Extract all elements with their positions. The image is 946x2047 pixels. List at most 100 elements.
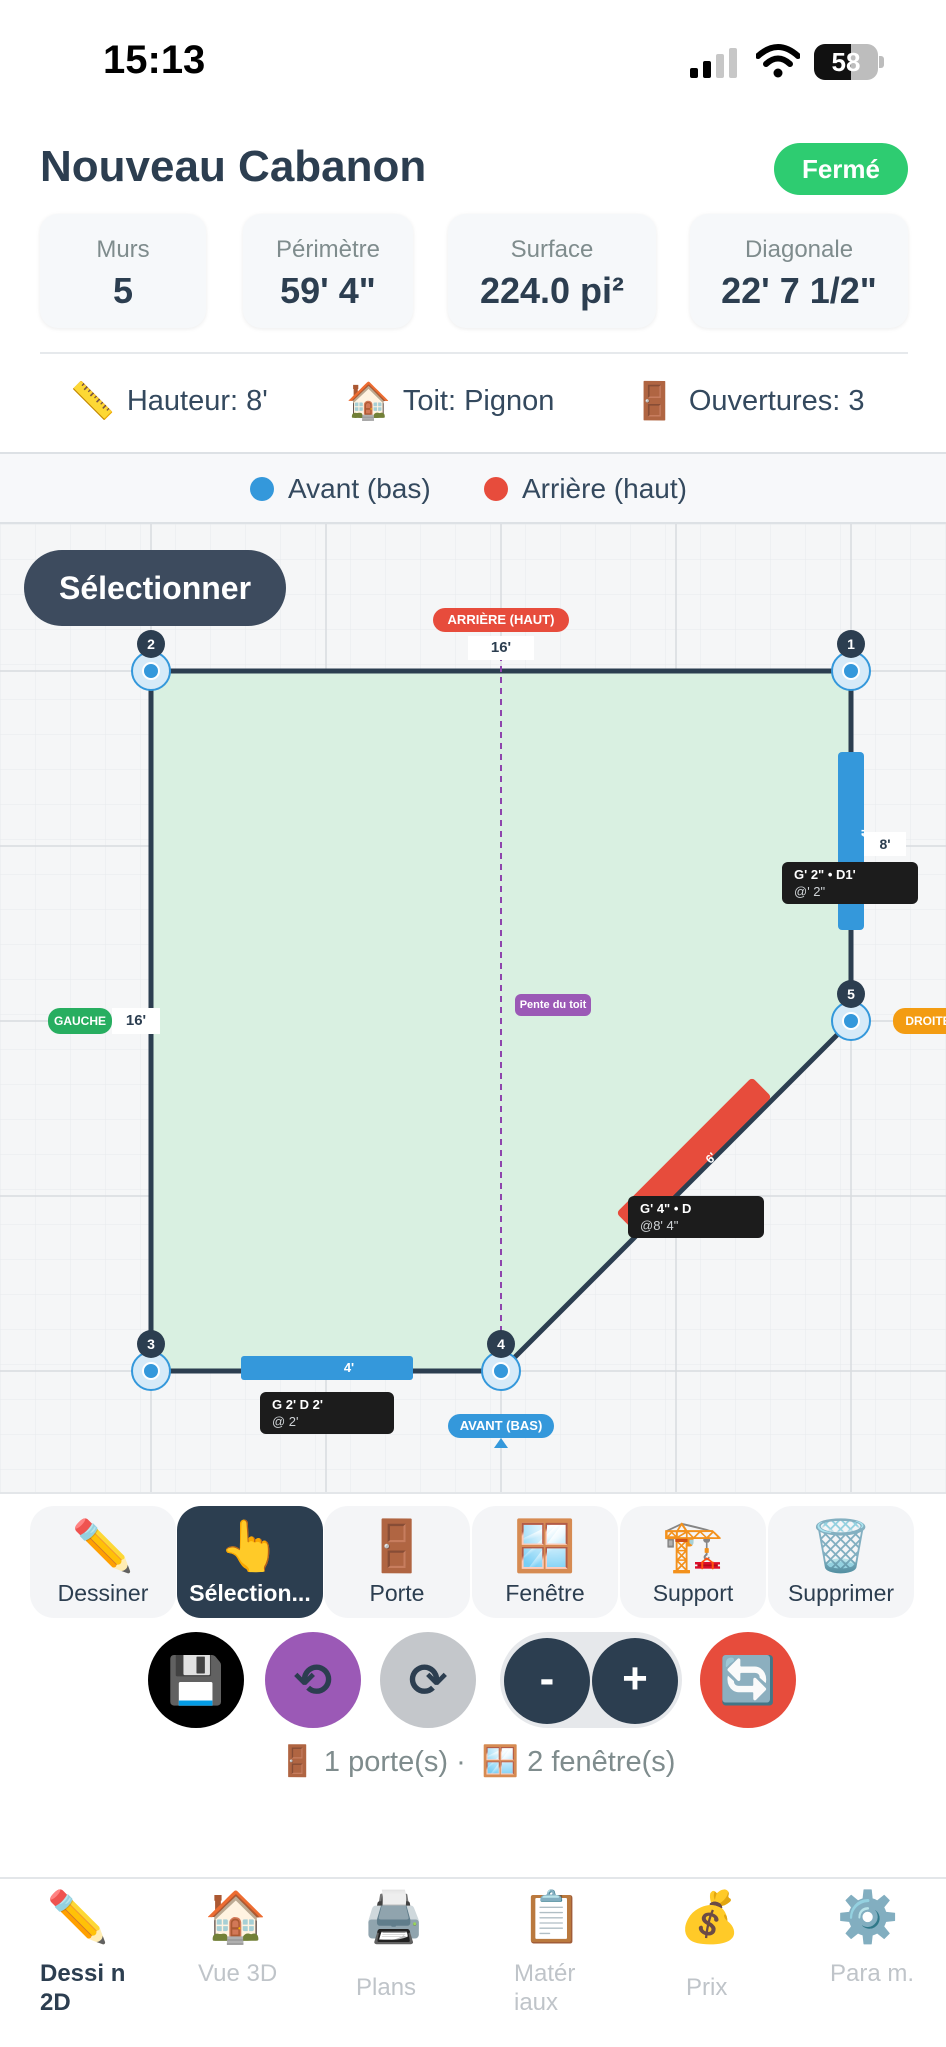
tool-delete[interactable]: 🗑️ Supprimer — [768, 1506, 914, 1618]
front-arrow-icon — [494, 1438, 508, 1448]
tool-support[interactable]: 🏗️ Support — [620, 1506, 766, 1618]
stat-surface: Surface 224.0 pi² — [448, 214, 656, 328]
roof-slope-tag: Pente du toit — [515, 994, 591, 1016]
tab-settings[interactable]: ⚙️ Para m. — [790, 1879, 946, 2047]
stat-label: Surface — [510, 236, 594, 263]
tool-label: Support — [652, 1580, 734, 1606]
right-window-elevation: @' 2" — [794, 884, 826, 899]
undo-icon: ⟲ — [293, 1654, 333, 1706]
reset-button[interactable]: 🔄 — [700, 1632, 796, 1728]
legend-bar: Avant (bas) Arrière (haut) — [0, 452, 946, 524]
vertex-number: 2 — [137, 630, 165, 658]
legend-back-label: Arrière (haut) — [522, 473, 687, 504]
status-badge[interactable]: Fermé — [774, 143, 908, 195]
money-bag-icon: 💰 — [678, 1889, 742, 1945]
stat-label: Périmètre — [275, 236, 381, 263]
front-window-offsets: G 2' D 2' — [272, 1397, 323, 1412]
stat-value: 224.0 pi² — [479, 270, 625, 311]
undo-button[interactable]: ⟲ — [265, 1632, 361, 1728]
left-wall-length: 16' — [112, 1008, 160, 1034]
tool-door[interactable]: 🚪 Porte — [324, 1506, 470, 1618]
door-count: 1 porte(s) · — [323, 1746, 466, 1778]
tab-materials[interactable]: 📋 Matér iaux — [474, 1879, 631, 2047]
floor-plan-drawing[interactable] — [0, 524, 946, 1492]
stat-value: 59' 4" — [280, 270, 376, 311]
save-button[interactable]: 💾 — [148, 1632, 244, 1728]
door-icon: 🚪 — [632, 380, 677, 421]
status-time: 15:13 — [103, 38, 206, 82]
battery-level: 58 — [831, 47, 861, 77]
legend-front-dot — [250, 477, 274, 501]
tab-label: Prix — [686, 1974, 728, 2001]
window-icon: 🪟 — [481, 1745, 520, 1778]
drawing-canvas[interactable]: 1 2 3 4 5 ARRIÈRE (HAUT) AVANT (BAS) GAU… — [0, 524, 946, 1492]
action-row: 💾 ⟲ ⟳ - + 🔄 — [0, 1632, 946, 1736]
tab-label: Para m. — [830, 1960, 915, 1987]
legend-front: Avant (bas) — [250, 473, 431, 505]
stat-value: 22' 7 1/2" — [721, 270, 877, 311]
stat-value: 5 — [112, 270, 134, 311]
tab-price[interactable]: 💰 Prix — [632, 1879, 789, 2047]
door-icon: 🚪 — [278, 1745, 316, 1778]
stat-diagonal: Diagonale 22' 7 1/2" — [690, 214, 908, 328]
stat-label: Diagonale — [744, 236, 854, 263]
ruler-icon: 📏 — [70, 380, 115, 421]
crane-icon: 🏗️ — [661, 1518, 725, 1574]
zoom-out-button[interactable]: - — [504, 1638, 590, 1724]
vertex-number: 3 — [137, 1330, 165, 1358]
tool-label: Sélection... — [189, 1580, 311, 1606]
pencil-icon: ✏️ — [71, 1518, 135, 1574]
info-openings-text: Ouvertures: 3 — [688, 384, 865, 417]
tool-label: Supprimer — [787, 1580, 895, 1606]
back-wall-length: 16' — [468, 636, 534, 660]
reset-icon: 🔄 — [719, 1654, 777, 1706]
floppy-disk-icon: 💾 — [167, 1654, 225, 1706]
info-height-text: Hauteur: 8' — [126, 384, 268, 417]
info-openings: 🚪 Ouvertures: 3 — [632, 372, 865, 430]
front-window-size: 4' — [343, 1360, 355, 1375]
info-roof-text: Toit: Pignon — [402, 384, 555, 417]
front-window-info[interactable]: G 2' D 2' @ 2' — [260, 1392, 394, 1434]
divider — [40, 352, 908, 354]
tab-label: Plans — [356, 1974, 417, 2001]
info-roof: 🏠 Toit: Pignon — [346, 372, 554, 430]
vertex-number: 1 — [837, 630, 865, 658]
tool-select[interactable]: 👆 Sélection... — [177, 1506, 323, 1618]
tab-label: Dessi n 2D — [40, 1960, 126, 2016]
tab-draw-2d[interactable]: ✏️ Dessi n 2D — [0, 1879, 157, 2047]
stat-label: Murs — [96, 236, 150, 263]
tab-label: Matér iaux — [514, 1960, 576, 2016]
legend-back-dot — [484, 477, 508, 501]
tool-label: Fenêtre — [505, 1580, 585, 1606]
zoom-in-button[interactable]: + — [592, 1638, 678, 1724]
tab-bar: ✏️ Dessi n 2D 🏠 Vue 3D 🖨️ Plans 📋 Matér … — [0, 1877, 946, 2047]
tool-window[interactable]: 🪟 Fenêtre — [472, 1506, 618, 1618]
stats-row: Murs 5 Périmètre 59' 4" Surface 224.0 pi… — [40, 214, 908, 328]
right-window-offsets: G' 2" • D1' — [794, 867, 856, 882]
tool-palette: ✏️ Dessiner 👆 Sélection... 🚪 Porte 🪟 Fen… — [0, 1492, 946, 1627]
info-height: 📏 Hauteur: 8' — [70, 372, 268, 430]
tool-label: Porte — [369, 1580, 425, 1606]
trash-icon: 🗑️ — [809, 1518, 873, 1574]
printer-icon: 🖨️ — [362, 1889, 426, 1945]
right-window-info[interactable]: G' 2" • D1' @' 2" — [782, 862, 918, 904]
house-icon: 🏠 — [346, 380, 391, 421]
diagonal-door-opening[interactable] — [616, 1077, 772, 1233]
tool-draw[interactable]: ✏️ Dessiner — [30, 1506, 176, 1618]
tab-plans[interactable]: 🖨️ Plans — [316, 1879, 473, 2047]
info-row: 📏 Hauteur: 8' 🏠 Toit: Pignon 🚪 Ouverture… — [0, 372, 946, 430]
diagonal-door-info[interactable]: G' 4" • D @8' 4" — [628, 1196, 764, 1238]
clipboard-icon: 📋 — [520, 1889, 584, 1945]
stat-walls: Murs 5 — [40, 214, 206, 328]
tab-view-3d[interactable]: 🏠 Vue 3D — [158, 1879, 315, 2047]
vertex-number: 5 — [837, 980, 865, 1008]
legend-front-label: Avant (bas) — [288, 473, 431, 504]
left-side-tag: GAUCHE — [48, 1008, 112, 1034]
openings-summary: 🚪1 porte(s) · 🪟2 fenêtre(s) — [0, 1732, 946, 1792]
redo-button[interactable]: ⟳ — [380, 1632, 476, 1728]
pointer-icon: 👆 — [218, 1518, 282, 1574]
select-mode-button[interactable]: Sélectionner — [24, 550, 286, 626]
diagonal-door-elevation: @8' 4" — [640, 1218, 679, 1233]
pencil-icon: ✏️ — [46, 1889, 110, 1945]
front-window-opening[interactable] — [241, 1356, 413, 1380]
